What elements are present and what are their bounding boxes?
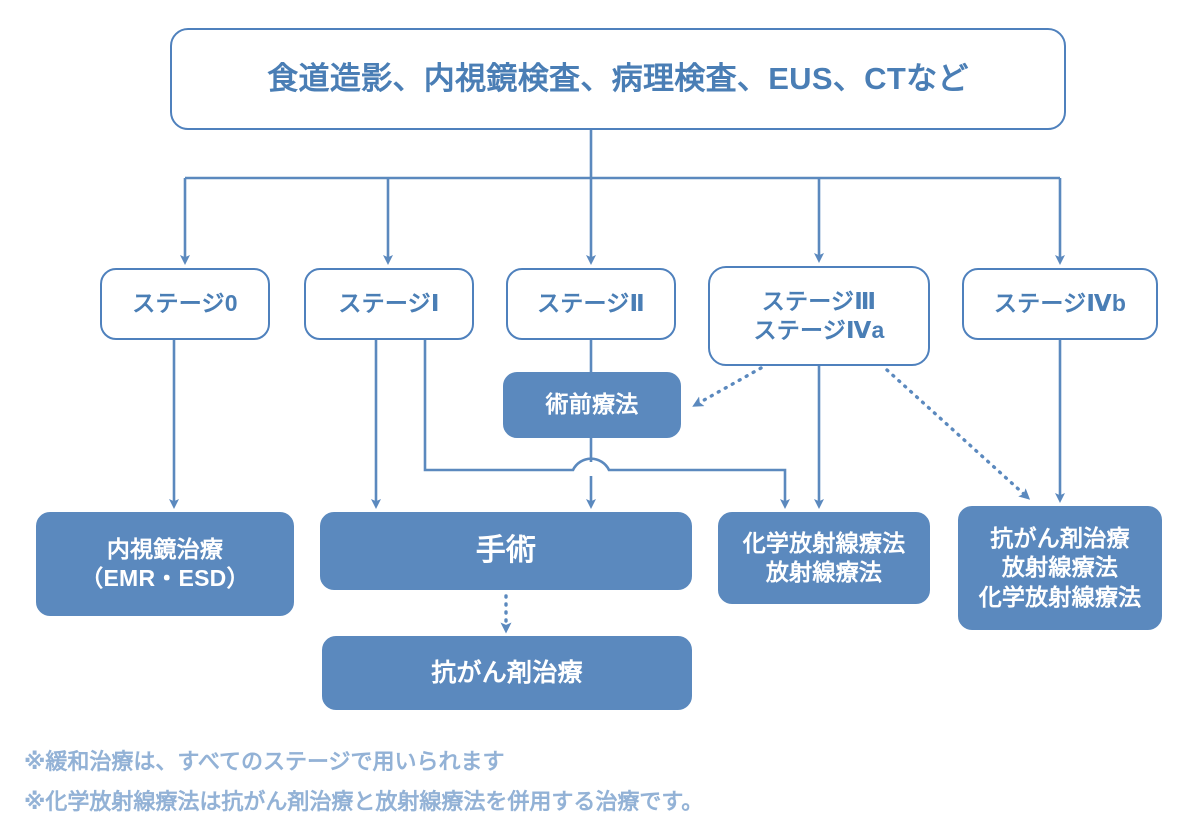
node-chemoradiotherapy[interactable]: 化学放射線療法 放射線療法: [718, 512, 930, 604]
node-systemic-chemoradiotherapy-label: 化学放射線療法: [978, 583, 1142, 610]
node-endoscopic-treatment-sublabel: （EMR・ESD）: [80, 565, 250, 591]
node-stage-4b[interactable]: ステージⅣb: [962, 268, 1158, 340]
node-stage-4a-label: ステージⅣa: [753, 317, 885, 343]
node-radiotherapy-label: 放射線療法: [765, 559, 883, 585]
node-chemotherapy[interactable]: 抗がん剤治療: [322, 636, 692, 710]
node-stage-2-label: ステージⅡ: [537, 290, 645, 317]
node-surgery[interactable]: 手術: [320, 512, 692, 590]
node-diagnostic-workup[interactable]: 食道造影、内視鏡検査、病理検査、EUS、CTなど: [170, 28, 1066, 130]
node-stage-1-label: ステージⅠ: [338, 290, 440, 317]
connector-cross-bus-hop-to-crt: [557, 457, 790, 509]
node-surgery-label: 手術: [475, 533, 537, 567]
footnote-chemoradiotherapy-definition: ※化学放射線療法は抗がん剤治療と放射線療法を併用する治療です。: [24, 789, 704, 815]
node-chemoradiotherapy-label: 化学放射線療法: [742, 529, 906, 556]
node-systemic-chemotherapy-label: 抗がん剤治療: [990, 524, 1130, 551]
node-systemic-therapy[interactable]: 抗がん剤治療 放射線療法 化学放射線療法: [958, 506, 1162, 630]
node-stage-0[interactable]: ステージ0: [100, 268, 270, 340]
node-stage-3-4a[interactable]: ステージⅢ ステージⅣa: [708, 266, 930, 366]
node-systemic-radiotherapy-label: 放射線療法: [1001, 554, 1119, 581]
connector-stage3-to-preop-dotted: [692, 366, 763, 407]
node-stage-3-label: ステージⅢ: [761, 287, 877, 314]
node-endoscopic-treatment[interactable]: 内視鏡治療 （EMR・ESD）: [36, 512, 294, 616]
node-stage-2[interactable]: ステージⅡ: [506, 268, 676, 340]
node-endoscopic-treatment-label: 内視鏡治療: [106, 535, 224, 562]
node-stage-0-label: ステージ0: [132, 290, 238, 317]
node-stage-4b-label: ステージⅣb: [993, 290, 1127, 317]
node-diagnostic-workup-label: 食道造影、内視鏡検査、病理検査、EUS、CTなど: [267, 61, 969, 97]
node-preoperative-therapy-label: 術前療法: [545, 391, 639, 418]
node-stage-1[interactable]: ステージⅠ: [304, 268, 474, 340]
footnote-palliative-care: ※緩和治療は、すべてのステージで用いられます: [24, 749, 505, 774]
connector-stage3-to-systemic-dotted: [885, 368, 1031, 500]
node-preoperative-therapy[interactable]: 術前療法: [503, 372, 681, 438]
node-chemotherapy-label: 抗がん剤治療: [431, 659, 583, 687]
footnotes: ※緩和治療は、すべてのステージで用いられます ※化学放射線療法は抗がん剤治療と放…: [24, 742, 1164, 822]
